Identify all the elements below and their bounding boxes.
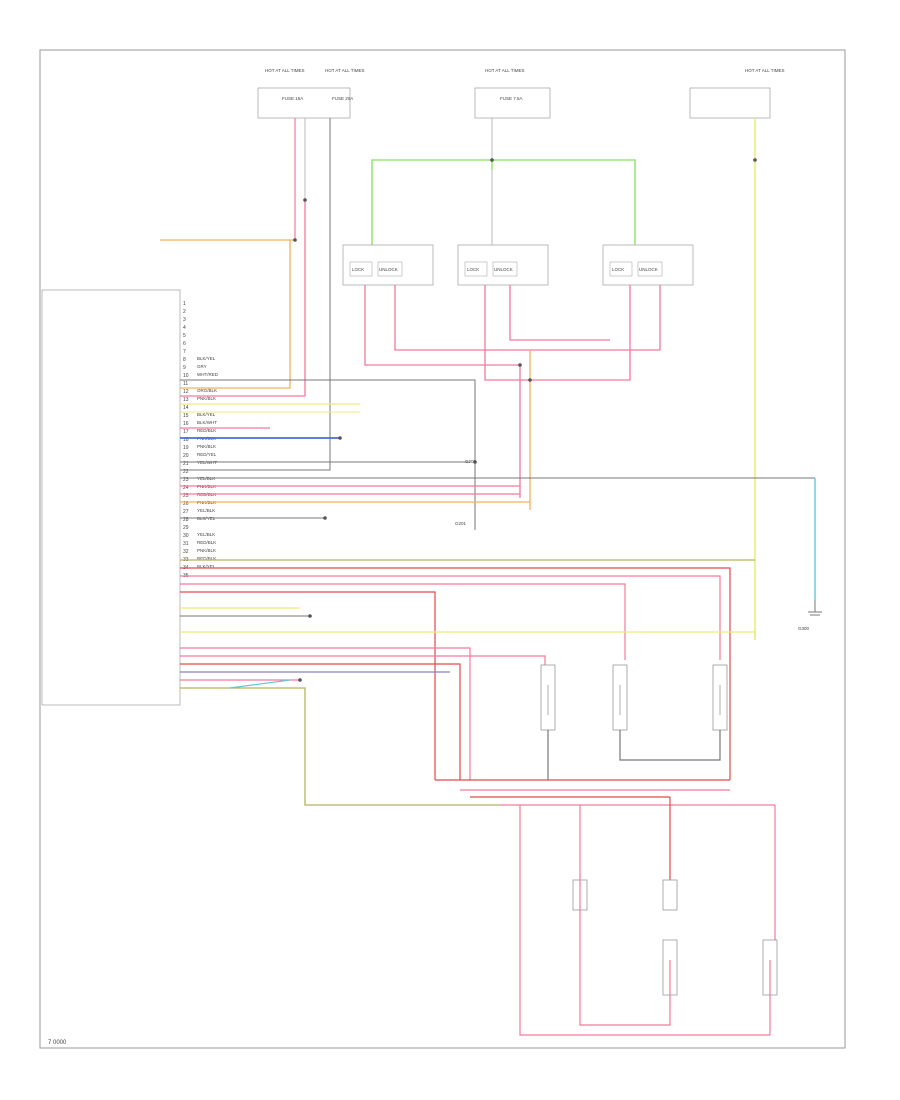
relay-left: LOCK UNLOCK <box>342 244 434 286</box>
relay-unlock-label-1: UNLOCK <box>379 267 398 272</box>
pin-number: 30 <box>183 533 189 539</box>
fuse-label-1: HOT AT ALL TIMES <box>265 68 305 73</box>
relay-unlock-label-3: UNLOCK <box>639 267 658 272</box>
relay-lock-label-3: LOCK <box>612 267 624 272</box>
fuse-block-left: HOT AT ALL TIMES HOT AT ALL TIMES FUSE 1… <box>257 68 365 470</box>
pin-number: 9 <box>183 365 186 371</box>
frame-id: 7 0000 <box>48 1040 67 1046</box>
pin-number: 20 <box>183 453 189 459</box>
relay-unlock-label-2: UNLOCK <box>494 267 513 272</box>
pin-wire-color: RED/BLK <box>197 428 216 433</box>
pin-number: 29 <box>183 525 189 531</box>
pin-number: 16 <box>183 421 189 427</box>
ground-label-1: G200 <box>465 459 477 464</box>
pin-number: 7 <box>183 349 186 355</box>
pin-wire-color: RED/BLK <box>197 556 216 561</box>
relay-output-wires <box>364 285 661 510</box>
pin-wire-color: BLK/YEL <box>197 356 216 361</box>
green-wire-bus <box>371 159 636 245</box>
pin-wire-color: GRY <box>197 364 207 369</box>
pin-wire-color: BLK/YEL <box>197 564 216 569</box>
pin-wire-color: BLK/YEL <box>197 412 216 417</box>
pin-number: 19 <box>183 445 189 451</box>
pin-number: 27 <box>183 509 189 515</box>
pin-number: 10 <box>183 373 189 379</box>
pin-wire-color: YEL/BLK <box>197 508 215 513</box>
pin-number: 14 <box>183 405 189 411</box>
pin-number: 2 <box>183 309 186 315</box>
pin-number: 13 <box>183 397 189 403</box>
fuse-label-3: HOT AT ALL TIMES <box>485 68 525 73</box>
ground-right: G300 <box>798 600 822 631</box>
pin-number: 17 <box>183 429 189 435</box>
diagram-frame <box>39 49 846 1049</box>
fuse-label-4: HOT AT ALL TIMES <box>745 68 785 73</box>
module-wires <box>160 200 816 806</box>
relay-lock-label-2: LOCK <box>467 267 479 272</box>
pin-number: 26 <box>183 501 189 507</box>
pin-number: 28 <box>183 517 189 523</box>
pin-wire-color: YEL/BLK <box>197 532 215 537</box>
relay-lock-label-1: LOCK <box>352 267 364 272</box>
relay-right: LOCK UNLOCK <box>602 244 694 286</box>
pin-wire-color: BLK/WHT <box>197 420 217 425</box>
door-lock-switches <box>540 664 728 731</box>
fuse-amp-1: FUSE 15A <box>282 96 303 101</box>
pin-wire-color: WHT/RED <box>197 372 219 377</box>
relay-center: LOCK UNLOCK <box>457 244 549 286</box>
pin-number: 3 <box>183 317 186 323</box>
door-actuators <box>572 879 778 996</box>
pin-number: 23 <box>183 477 189 483</box>
fuse-amp-3: FUSE 7.5A <box>500 96 523 101</box>
fuse-block-center: HOT AT ALL TIMES FUSE 7.5A <box>474 68 551 245</box>
pin-wire-color: RED/YEL <box>197 452 217 457</box>
pin-wire-color: RED/BLK <box>197 540 216 545</box>
pin-number: 6 <box>183 341 186 347</box>
fuse-amp-2: FUSE 20A <box>332 96 353 101</box>
pin-number: 24 <box>183 485 189 491</box>
pin-number: 31 <box>183 541 189 547</box>
ground-label-2: G201 <box>455 521 467 526</box>
module-box <box>41 289 181 706</box>
splice-points <box>293 158 757 682</box>
pin-number: 22 <box>183 469 189 475</box>
pin-number: 12 <box>183 389 189 395</box>
pin-number: 11 <box>183 381 188 387</box>
lower-wire-harness <box>435 730 776 1036</box>
ground-label-3: G300 <box>798 626 810 631</box>
pin-wire-color: ORG/BLK <box>197 388 217 393</box>
pin-number: 15 <box>183 413 189 419</box>
pin-wire-color: PNK/BLK <box>197 444 216 449</box>
pin-number: 32 <box>183 549 189 555</box>
fuse-label-2: HOT AT ALL TIMES <box>325 68 365 73</box>
fuse-block-right: HOT AT ALL TIMES <box>689 68 785 640</box>
pin-number: 21 <box>183 461 189 467</box>
pin-number: 5 <box>183 333 186 339</box>
pin-number: 1 <box>183 301 186 307</box>
pin-wire-color: PNK/BLK <box>197 396 216 401</box>
pin-wire-color: PNK/BLK <box>197 548 216 553</box>
pin-number: 8 <box>183 357 186 363</box>
pin-number: 18 <box>183 437 189 443</box>
pin-number: 4 <box>183 325 186 331</box>
pin-number: 25 <box>183 493 189 499</box>
